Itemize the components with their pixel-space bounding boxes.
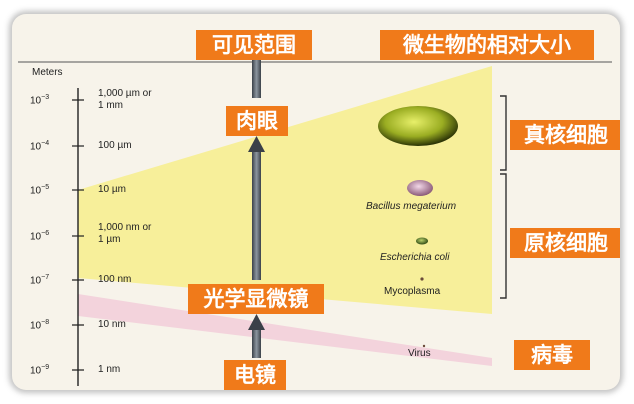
virus-group-label: 病毒 xyxy=(514,340,590,370)
tick-exponent: 10−7 xyxy=(30,274,50,287)
tick-exponent: 10−8 xyxy=(30,319,50,332)
light-microscope-arrow xyxy=(248,136,265,280)
tick-exponent: 10−5 xyxy=(30,184,50,197)
tick-exponent: 10−3 xyxy=(30,94,50,107)
prokaryote-label: 原核细胞 xyxy=(510,228,620,258)
tick-size-label: 10 nm xyxy=(98,319,126,330)
eukaryote-label: 真核细胞 xyxy=(510,120,620,150)
light-microscope-label: 光学显微镜 xyxy=(188,284,324,314)
virus-band xyxy=(78,294,492,366)
axis-ticks xyxy=(72,99,84,371)
axis-unit-label: Meters xyxy=(32,67,63,78)
tick-exponent: 10−4 xyxy=(30,140,50,153)
electron-microscope-label: 电镜 xyxy=(224,360,286,390)
mycoplasma-shape xyxy=(420,277,424,281)
tick-exponent: 10−9 xyxy=(30,364,50,377)
diagram-graphics xyxy=(18,40,612,386)
bacillus-label: Bacillus megaterium xyxy=(366,201,457,212)
visible-range-label: 可见范围 xyxy=(196,30,312,60)
virus-shape xyxy=(422,344,426,348)
mycoplasma-label: Mycoplasma xyxy=(384,286,441,297)
tick-exponent: 10−6 xyxy=(30,230,50,243)
tick-size-label: 1 nm xyxy=(98,364,121,375)
tick-size-label: 100 nm xyxy=(98,274,132,285)
tick-size-label: 10 µm xyxy=(98,184,126,195)
naked-eye-label: 肉眼 xyxy=(226,106,288,136)
virus-label: Virus xyxy=(408,348,431,359)
eukaryote-bracket xyxy=(500,95,507,171)
ecoli-label: Escherichia coli xyxy=(380,252,450,263)
electron-microscope-arrow xyxy=(248,314,265,358)
prokaryote-bracket xyxy=(500,173,507,299)
eukaryote-cell-shape xyxy=(378,106,458,146)
diagram-frame: Meters 10−3 10−4 10−5 10−6 10−7 10−8 10−… xyxy=(12,14,620,390)
relative-size-label: 微生物的相对大小 xyxy=(380,30,594,60)
tick-size-label: 100 µm xyxy=(98,140,132,151)
ecoli-shape xyxy=(416,237,428,245)
bacillus-shape xyxy=(407,180,433,196)
